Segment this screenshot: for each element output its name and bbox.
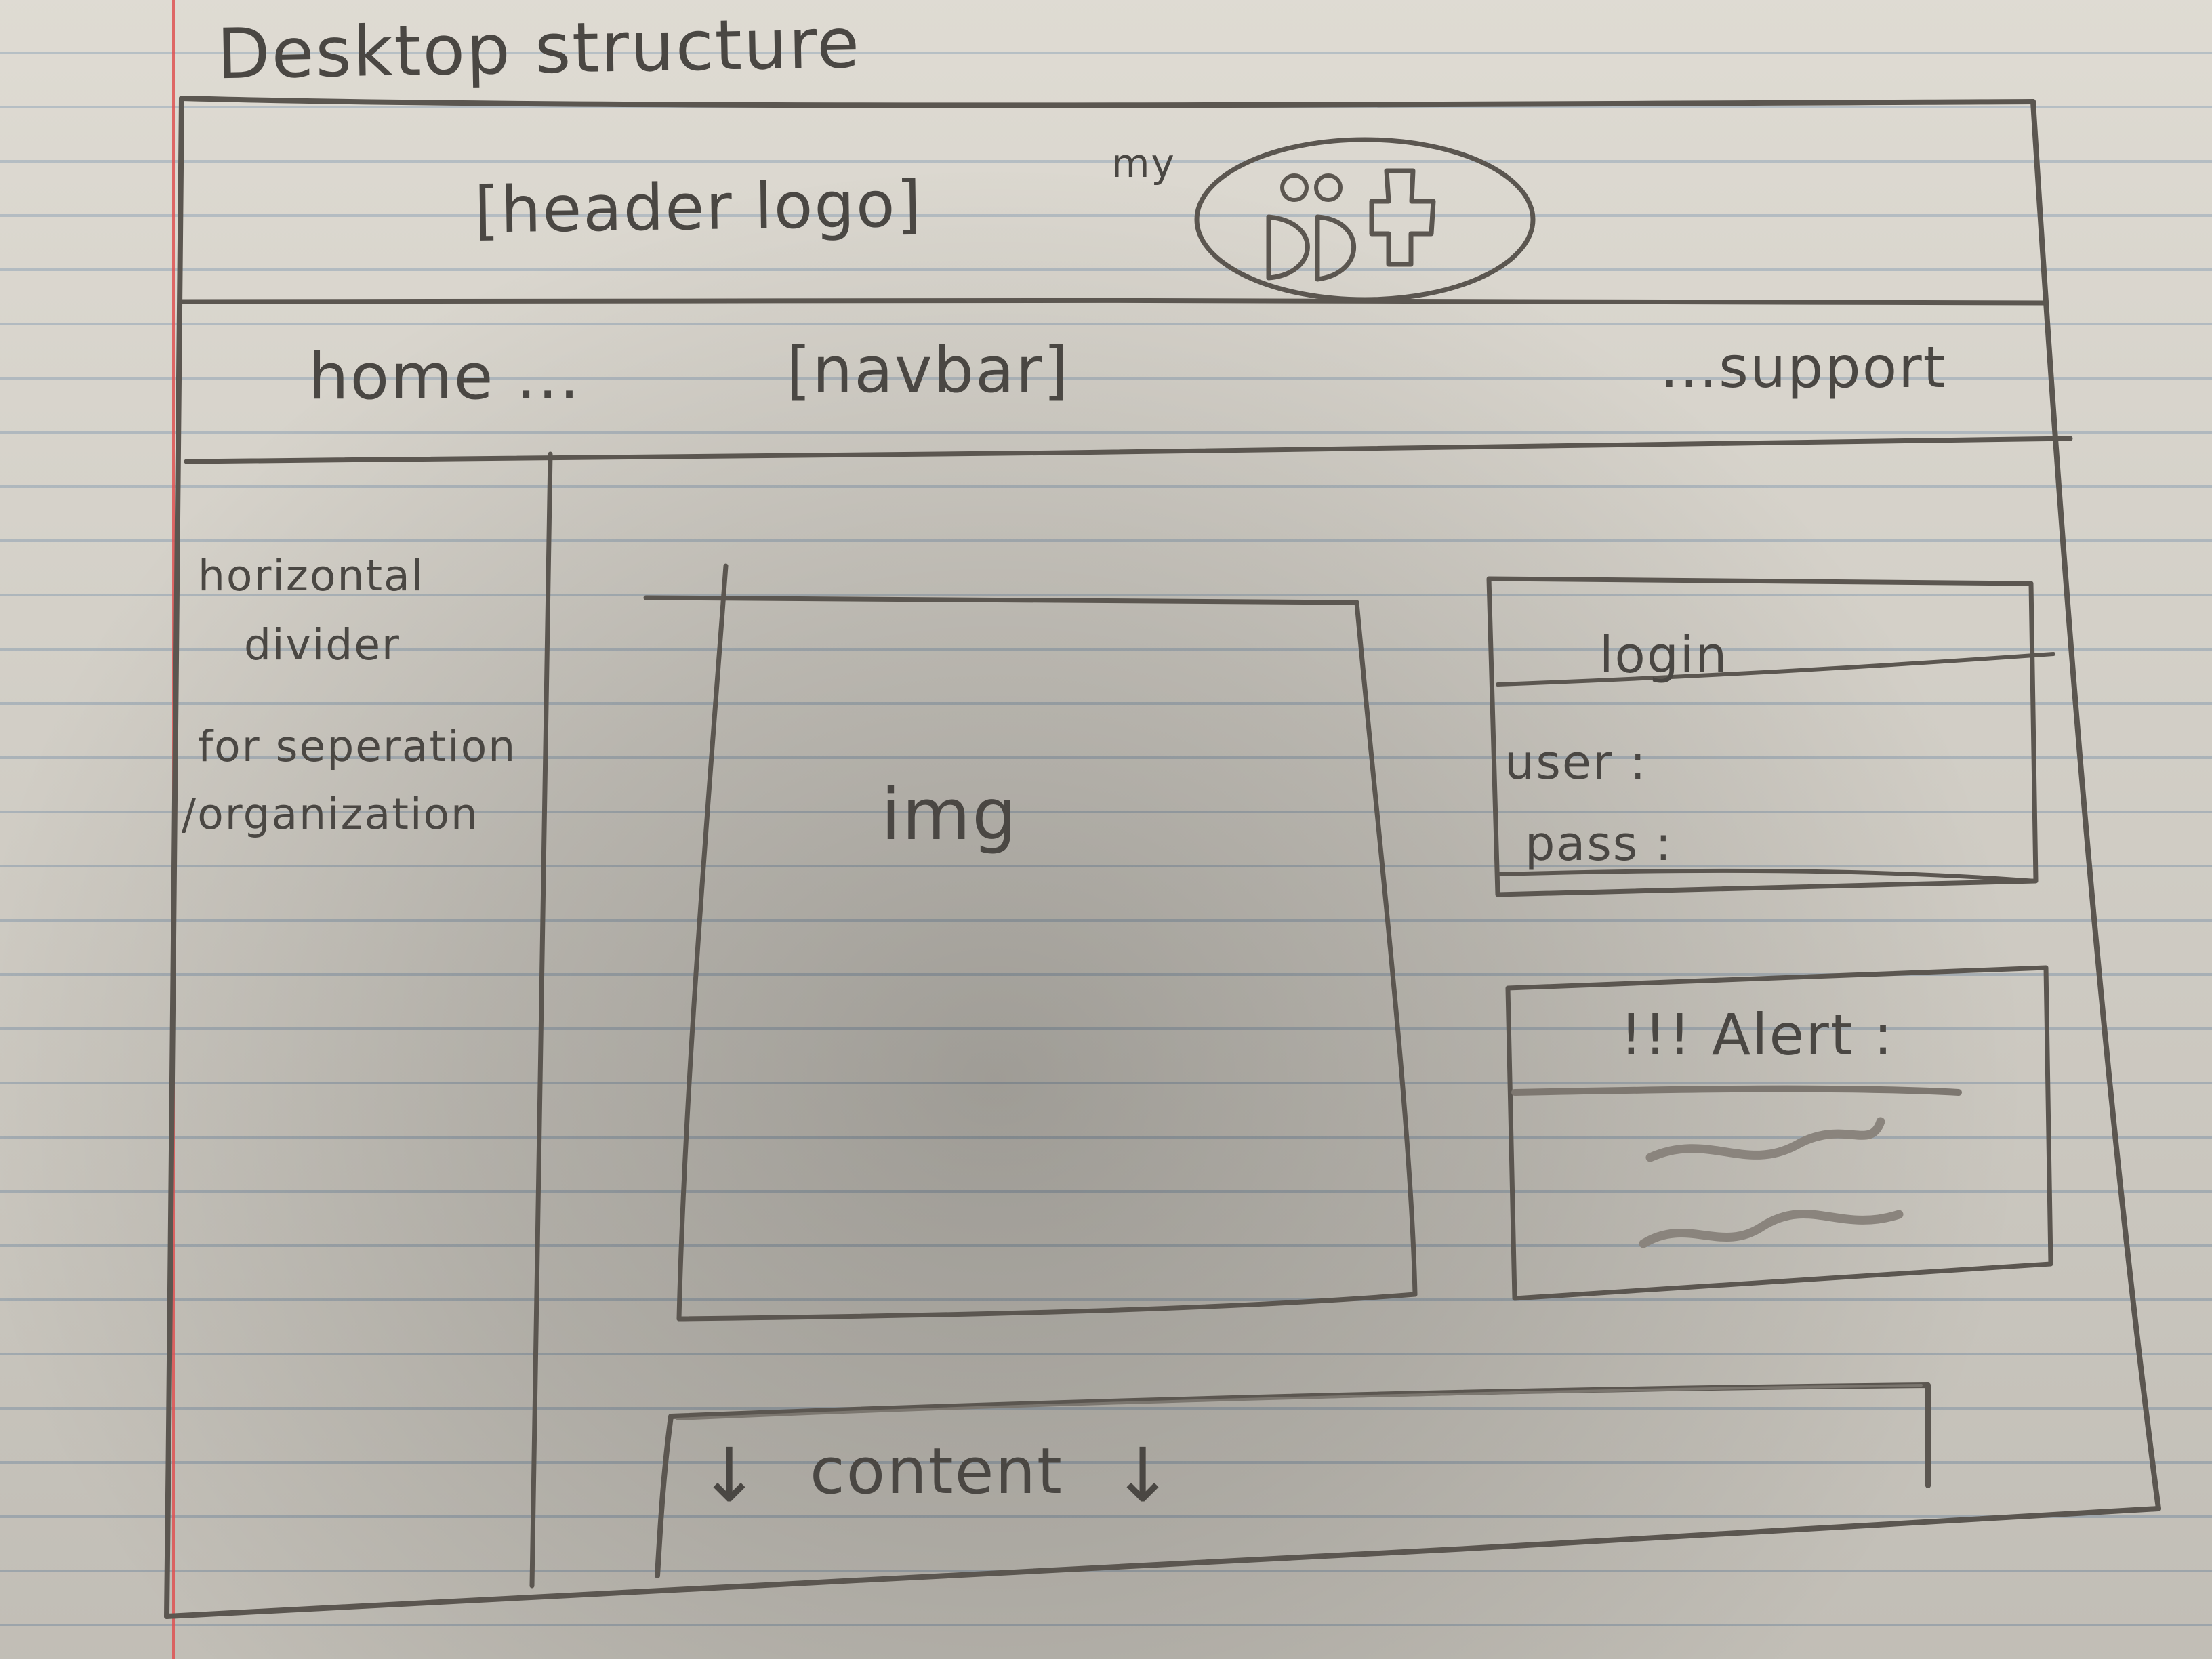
outer-frame-top	[179, 96, 2036, 108]
navbar-label: [navbar]	[786, 333, 1070, 407]
logo-small-circle-1	[1280, 173, 1309, 202]
image-box-top	[643, 595, 1359, 605]
content-label: content	[810, 1435, 1063, 1509]
sidebar-note-line: divider	[244, 620, 401, 670]
sidebar-divider-line	[529, 451, 553, 1589]
alert-squiggle-2	[1639, 1210, 1904, 1248]
login-title: login	[1599, 626, 1729, 684]
page-title: Desktop structure	[216, 3, 861, 96]
sidebar-note-line: for seperation	[198, 722, 517, 771]
nav-home-label: home ...	[308, 340, 581, 414]
content-inner-line	[676, 1384, 1923, 1420]
image-box-left	[676, 563, 729, 1322]
sidebar-note-line: horizontal	[198, 551, 425, 600]
logo-small-circle-2	[1314, 173, 1343, 202]
outer-frame-bottom	[164, 1506, 2161, 1619]
alert-squiggle-1	[1645, 1117, 1885, 1162]
header-prefix-label: my	[1111, 140, 1176, 186]
logo-plus-mark	[1369, 168, 1436, 267]
image-box-right	[1354, 600, 1418, 1297]
login-box-title-line	[1496, 652, 2055, 687]
header-logo-label: [header logo]	[474, 167, 923, 248]
logo-letter-d1	[1266, 214, 1310, 281]
alert-title: !!! Alert :	[1620, 1002, 1894, 1068]
login-box-bottom-line	[1496, 868, 2038, 883]
image-placeholder-label: img	[881, 773, 1019, 856]
alert-box-title-line	[1511, 1085, 1962, 1096]
nav-support-label: ...support	[1660, 334, 1947, 401]
login-pass-label: pass :	[1525, 816, 1673, 872]
nav-divider-line	[184, 436, 2073, 464]
alert-box-frame	[1505, 965, 2053, 1301]
outer-frame-left	[164, 96, 184, 1619]
content-right-arrow-down-icon: ↓	[1111, 1432, 1174, 1519]
content-left-arrow-down-icon: ↓	[698, 1432, 761, 1519]
header-divider-line	[179, 298, 2048, 306]
outer-frame-right	[2030, 99, 2161, 1511]
header-logo-sketch-icon	[1194, 137, 1536, 302]
login-user-label: user :	[1504, 735, 1647, 790]
image-box-bottom	[676, 1292, 1418, 1322]
sidebar-note-line: /organization	[182, 790, 479, 839]
logo-letter-d2	[1315, 214, 1356, 282]
